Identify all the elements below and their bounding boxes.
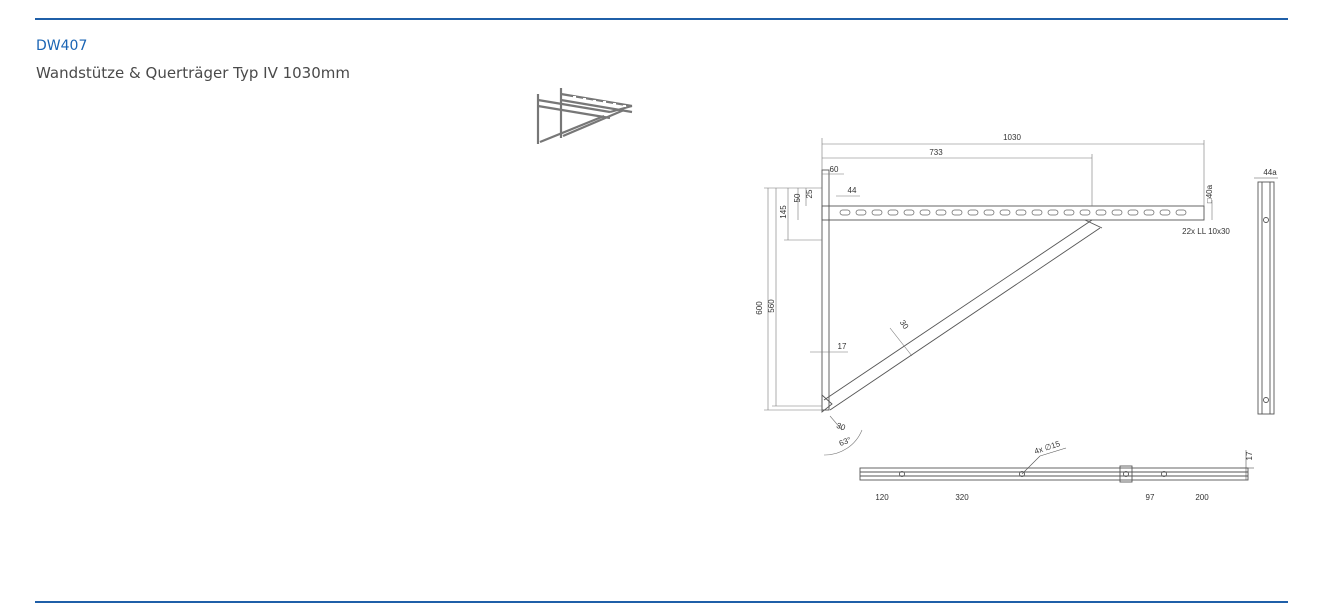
technical-drawing: 1030 733 60 44 25 50 145 600 560 17 30 3…: [755, 133, 1278, 502]
wall-support: [821, 169, 830, 411]
top-rule: [35, 18, 1288, 20]
dim-733: 733: [929, 148, 943, 157]
side-view: [1254, 177, 1278, 415]
product-thumbnail-image: [536, 88, 633, 144]
dim-44a: 44a: [1263, 168, 1277, 177]
dim-63-angle: 63°: [838, 435, 852, 448]
dim-97: 97: [1146, 493, 1155, 502]
beam-slots: [839, 209, 1187, 216]
dim-560: 560: [767, 299, 776, 313]
cross-beam: [821, 205, 1205, 221]
dim-60: 60: [830, 165, 839, 174]
dimension-lines: [764, 138, 1213, 456]
strut-foot: [821, 393, 833, 413]
strut-edge-top: [823, 219, 1093, 401]
dim-145: 145: [779, 205, 788, 219]
dim-17: 17: [838, 342, 847, 351]
bottom-rule: [35, 601, 1288, 603]
dim-120: 120: [875, 493, 889, 502]
dim-600: 600: [755, 301, 764, 315]
dim-30-foot: 30: [835, 421, 847, 433]
dim-1030: 1030: [1003, 133, 1021, 142]
dim-30-strut: 30: [898, 318, 911, 331]
drawing-lines: [821, 169, 1205, 413]
dim-25: 25: [805, 189, 814, 198]
dim-slots: 22x LL 10x30: [1182, 227, 1230, 236]
dim-17-side: 17: [1245, 451, 1254, 460]
bottom-view: [859, 447, 1254, 483]
dim-40a: □40a: [1205, 184, 1214, 203]
dim-50: 50: [793, 193, 802, 202]
dim-44: 44: [848, 186, 857, 195]
dim-320: 320: [955, 493, 969, 502]
product-title: Wandstütze & Querträger Typ IV 1030mm: [36, 64, 350, 82]
strut-edge-bottom: [829, 227, 1101, 411]
product-code: DW407: [36, 38, 88, 54]
dim-200: 200: [1195, 493, 1209, 502]
